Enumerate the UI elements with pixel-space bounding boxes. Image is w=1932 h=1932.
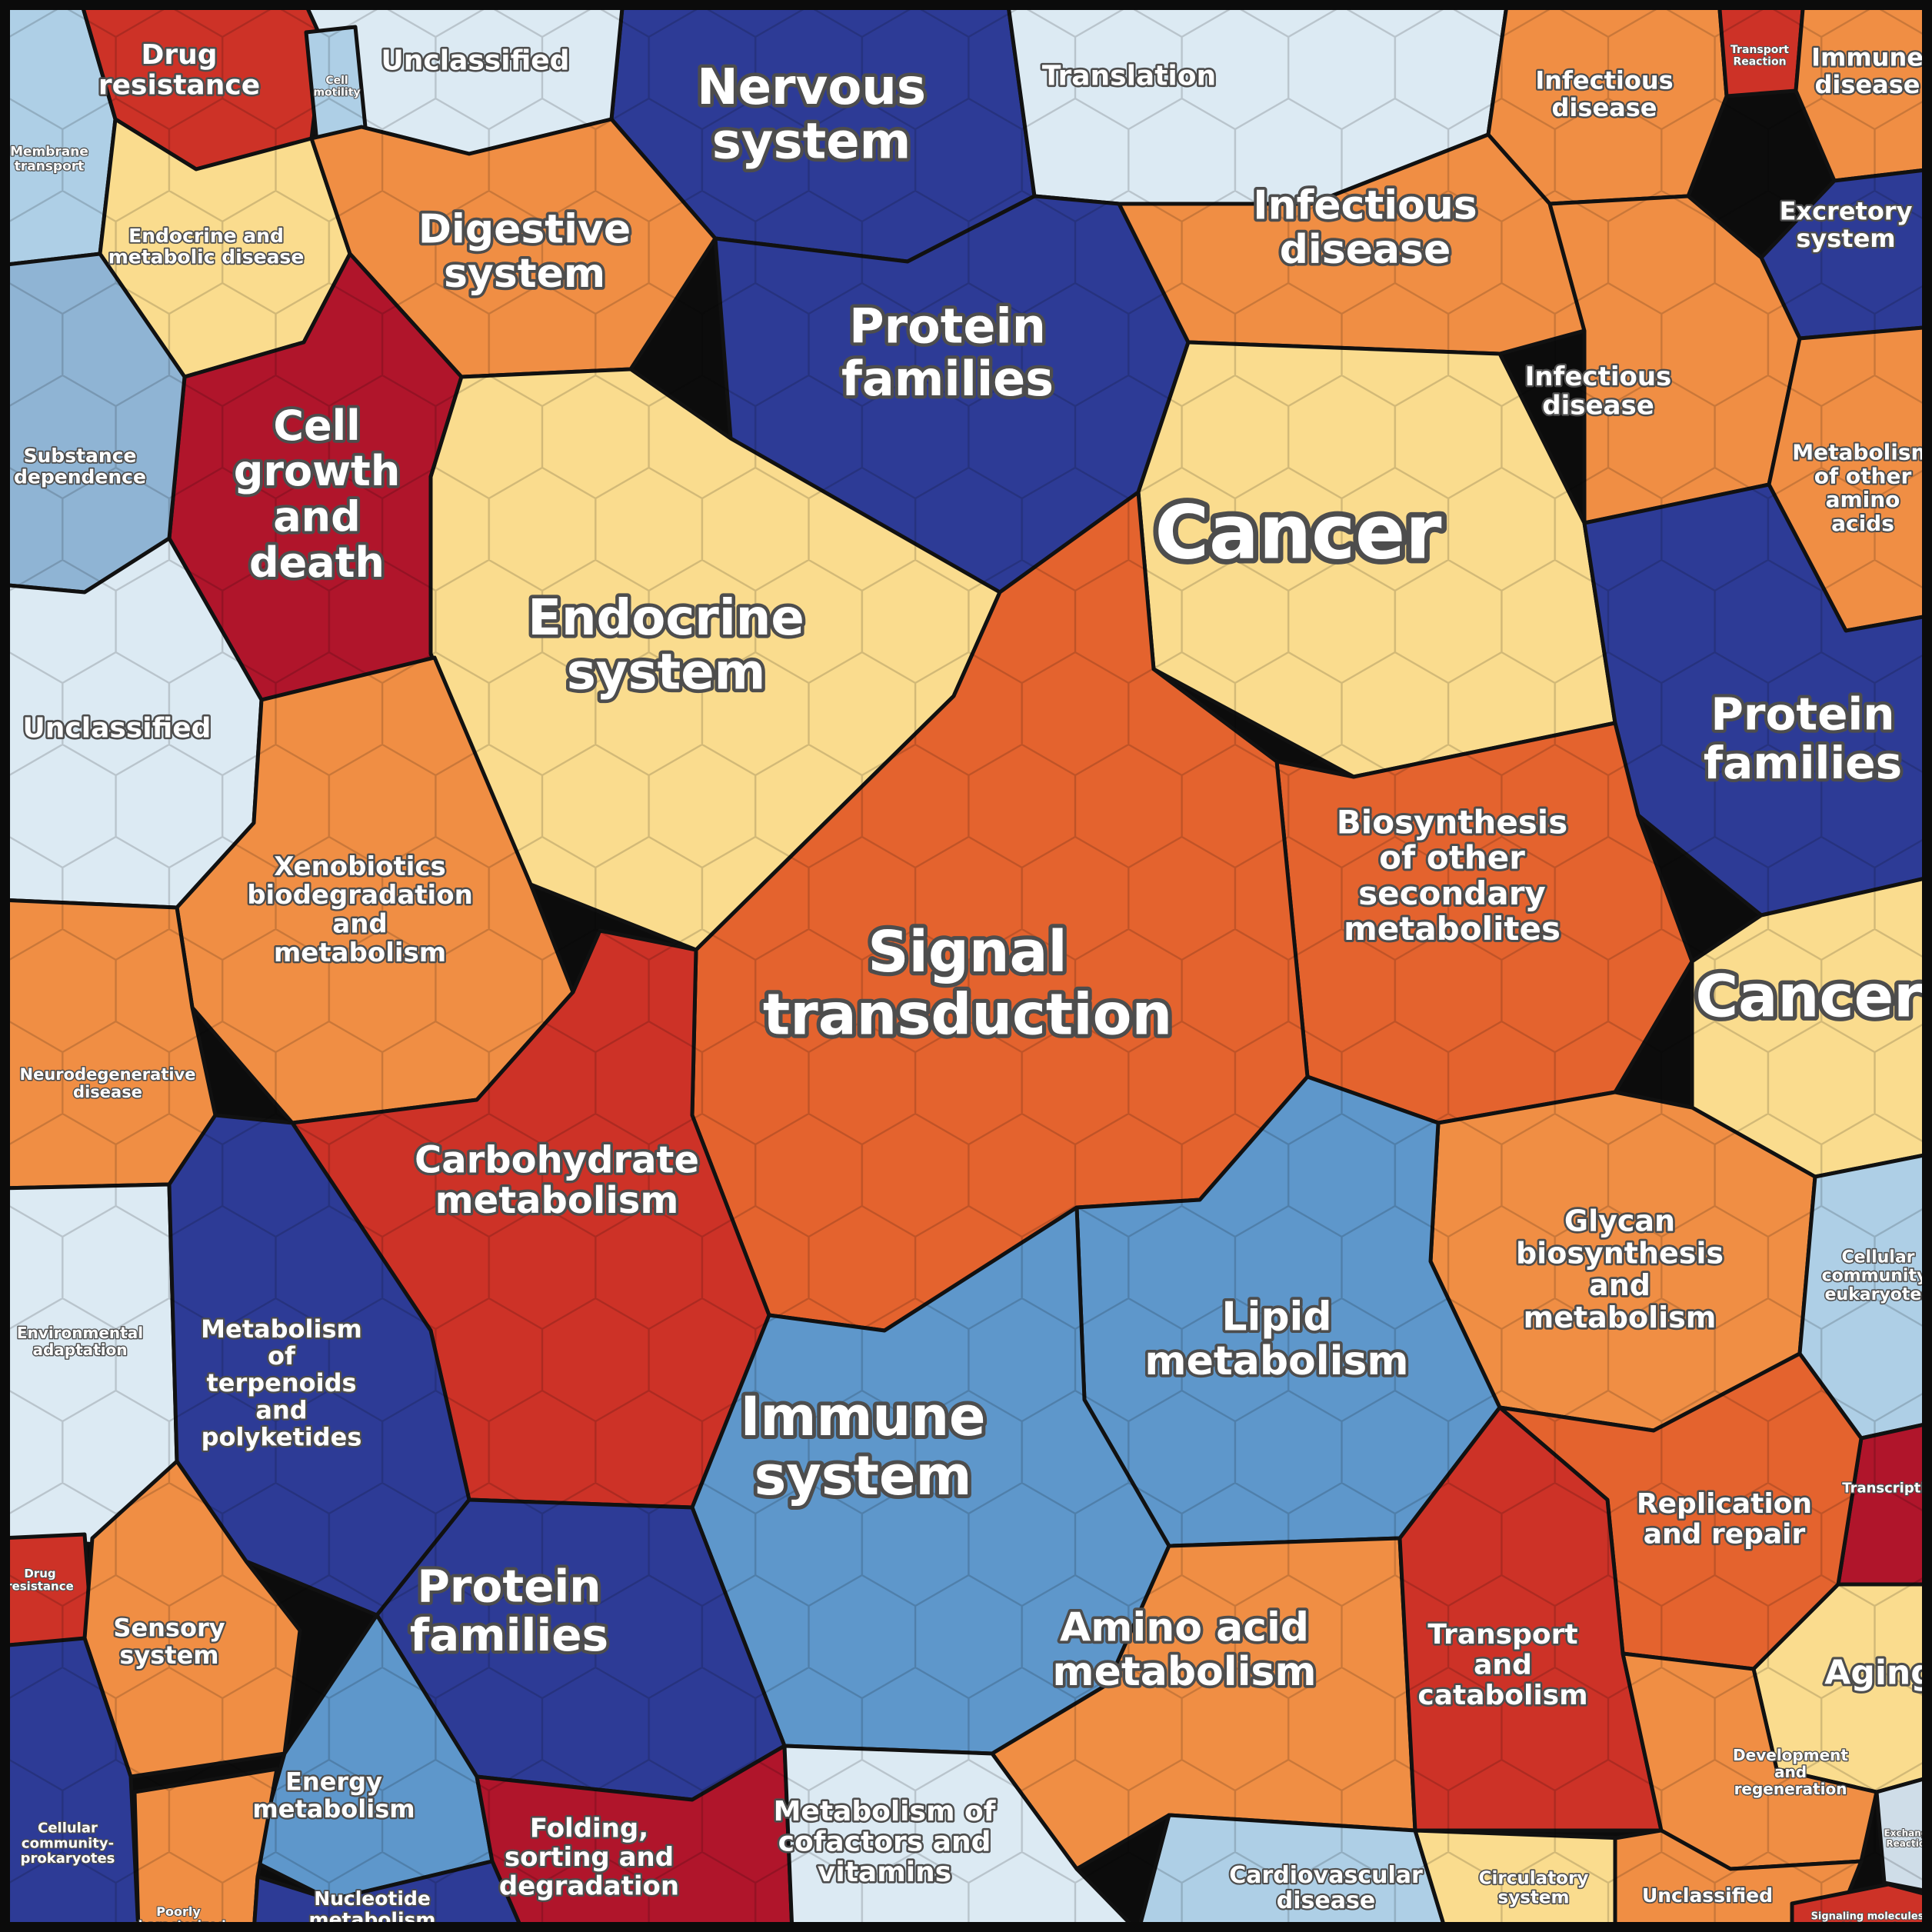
label-transcription: Transcription bbox=[1842, 1480, 1932, 1496]
label-unclassified-left: Unclassified bbox=[23, 713, 212, 744]
label-unclassified-top: Unclassified bbox=[381, 45, 570, 77]
label-translation: Translation bbox=[1042, 61, 1216, 92]
label-cancer-right: Cancer bbox=[1695, 962, 1923, 1031]
label-unclassified-bottom: Unclassified bbox=[1642, 1884, 1773, 1907]
label-cancer-top: Cancer bbox=[1155, 490, 1443, 576]
label-aging: Aging bbox=[1824, 1653, 1932, 1692]
cell-neurodegenerative-disease[interactable] bbox=[0, 898, 218, 1191]
